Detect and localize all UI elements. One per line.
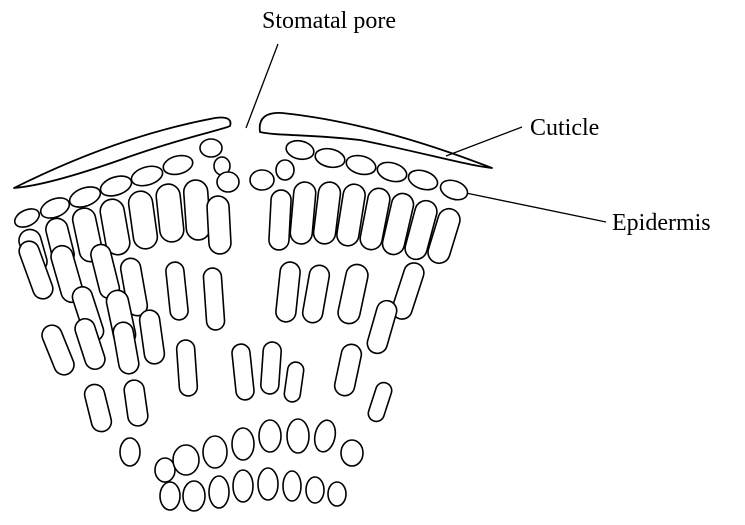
guard-cell bbox=[276, 160, 294, 180]
guard-cell bbox=[217, 172, 239, 192]
spongy-cell bbox=[283, 471, 301, 501]
epidermis-cell bbox=[375, 159, 409, 185]
label-epidermis: Epidermis bbox=[612, 210, 711, 236]
spongy-cell bbox=[203, 436, 227, 468]
epidermis-cell bbox=[313, 146, 346, 170]
mesophyll-cell bbox=[260, 341, 282, 394]
leader-stomatal-pore bbox=[246, 44, 278, 128]
spongy-cell bbox=[259, 420, 281, 452]
spongy-cell bbox=[341, 440, 363, 466]
spongy-cell bbox=[233, 470, 253, 502]
guard-cell bbox=[200, 139, 222, 157]
spongy-cell bbox=[232, 428, 254, 460]
mesophyll-cell bbox=[165, 261, 189, 321]
epidermis-cell bbox=[12, 205, 42, 230]
spongy-cell bbox=[155, 458, 175, 482]
epidermis-cell bbox=[438, 177, 470, 203]
spongy-cell bbox=[258, 468, 278, 500]
mesophyll-cell bbox=[39, 322, 77, 378]
epidermis-cell bbox=[67, 183, 103, 211]
spongy-cell bbox=[120, 438, 140, 466]
epidermis-cell bbox=[161, 153, 194, 178]
mesophyll-cell bbox=[336, 262, 370, 325]
mesophyll-cell bbox=[176, 339, 198, 396]
palisade-cells-right bbox=[268, 181, 462, 266]
label-stomatal-pore: Stomatal pore bbox=[262, 8, 396, 34]
palisade-cell bbox=[155, 183, 185, 243]
mesophyll-cell bbox=[283, 361, 304, 403]
epidermis-cell bbox=[344, 153, 377, 178]
guard-cell bbox=[250, 170, 274, 190]
spongy-cell bbox=[287, 419, 309, 453]
mesophyll-cell bbox=[333, 342, 363, 397]
mesophyll-cell bbox=[301, 264, 331, 325]
mesophyll-cell bbox=[231, 343, 255, 401]
mesophyll-cell bbox=[366, 381, 394, 424]
spongy-cells bbox=[120, 418, 363, 511]
palisade-cell bbox=[289, 181, 316, 245]
spongy-cell bbox=[173, 445, 199, 475]
mesophyll-cell bbox=[112, 321, 141, 376]
spongy-cell bbox=[160, 482, 180, 510]
mesophyll-cell bbox=[365, 298, 399, 355]
epidermis-cell bbox=[98, 172, 134, 199]
spongy-cell bbox=[306, 477, 324, 503]
epidermis-cell bbox=[129, 163, 165, 189]
label-cuticle: Cuticle bbox=[530, 115, 599, 141]
mesophyll-cell bbox=[123, 379, 149, 427]
leader-cuticle bbox=[446, 127, 522, 156]
palisade-cell bbox=[127, 190, 159, 251]
palisade-cell bbox=[206, 195, 231, 254]
mesophyll-cell bbox=[82, 382, 113, 433]
spongy-cell bbox=[328, 482, 346, 506]
palisade-cell bbox=[268, 190, 291, 251]
epidermis-cell bbox=[406, 167, 440, 193]
leader-epidermis bbox=[466, 193, 606, 222]
mesophyll-cell bbox=[275, 261, 301, 323]
spongy-cell bbox=[209, 476, 229, 508]
spongy-cell bbox=[183, 481, 205, 511]
epidermis-cell bbox=[284, 138, 315, 161]
mesophyll-cells bbox=[16, 238, 426, 433]
spongy-cell bbox=[312, 418, 338, 453]
mesophyll-cell bbox=[138, 309, 165, 365]
mesophyll-cell bbox=[203, 267, 225, 330]
